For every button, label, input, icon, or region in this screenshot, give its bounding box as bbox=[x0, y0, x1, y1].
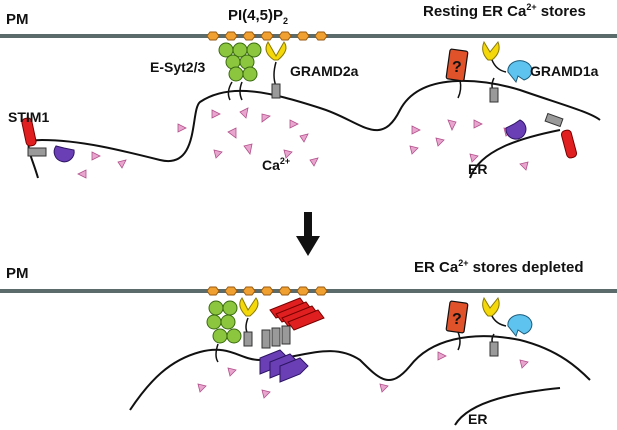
er-label-top: ER bbox=[468, 161, 487, 177]
gramd1a-gram-bottom bbox=[482, 296, 500, 317]
gramd1a-label: GRAMD1a bbox=[530, 63, 599, 79]
title-depleted: ER Ca2+ stores depleted bbox=[414, 258, 584, 276]
er-membrane-bottom bbox=[129, 335, 591, 411]
pm-label-bottom: PM bbox=[6, 265, 29, 282]
calcium-ions-bottom bbox=[197, 351, 529, 399]
esyt-label: E-Syt2/3 bbox=[150, 59, 205, 75]
bottom-panel: PM ER Ca2+ stores depleted bbox=[0, 258, 617, 427]
pip2-lipids-bottom bbox=[206, 286, 328, 296]
gramd1a-tm bbox=[489, 87, 499, 103]
gramd1a-gram-top bbox=[482, 40, 500, 61]
top-panel: PM PI(4,5)P2 Resting ER Ca2+ stores bbox=[0, 2, 617, 179]
pip2-lipids-top bbox=[206, 31, 328, 41]
stim1-label: STIM1 bbox=[8, 109, 49, 125]
unknown-protein-bottom: ? bbox=[445, 300, 469, 351]
calcium-ions-top bbox=[77, 107, 529, 179]
svg-text:?: ? bbox=[452, 311, 462, 328]
gramd2a-label: GRAMD2a bbox=[290, 63, 359, 79]
stim1-cluster-bottom bbox=[259, 297, 325, 383]
gramd1a-star-top bbox=[507, 60, 533, 84]
stim1-right-top bbox=[505, 112, 578, 159]
esyt-bottom bbox=[206, 300, 242, 344]
esyt-top bbox=[218, 42, 262, 82]
svg-text:?: ? bbox=[452, 59, 462, 76]
calcium-label: Ca2+ bbox=[262, 156, 290, 173]
esyt-anchor-top bbox=[227, 81, 243, 101]
gramd2a-tm bbox=[271, 83, 281, 99]
er-label-bottom: ER bbox=[468, 411, 487, 427]
er-lumen-inner-top bbox=[469, 129, 561, 179]
er-lumen-inner-bottom bbox=[454, 387, 561, 426]
pip2-label: PI(4,5)P2 bbox=[228, 7, 288, 26]
gramd2a-top bbox=[265, 41, 287, 61]
stim1-top bbox=[21, 117, 75, 163]
gramd2a-bottom bbox=[239, 297, 259, 317]
title-resting: Resting ER Ca2+ stores bbox=[423, 2, 586, 20]
gramd1a-star-bottom bbox=[507, 314, 533, 338]
transition-arrow bbox=[296, 212, 320, 256]
unknown-protein-top: ? bbox=[445, 48, 469, 99]
pm-label-top: PM bbox=[6, 11, 29, 28]
